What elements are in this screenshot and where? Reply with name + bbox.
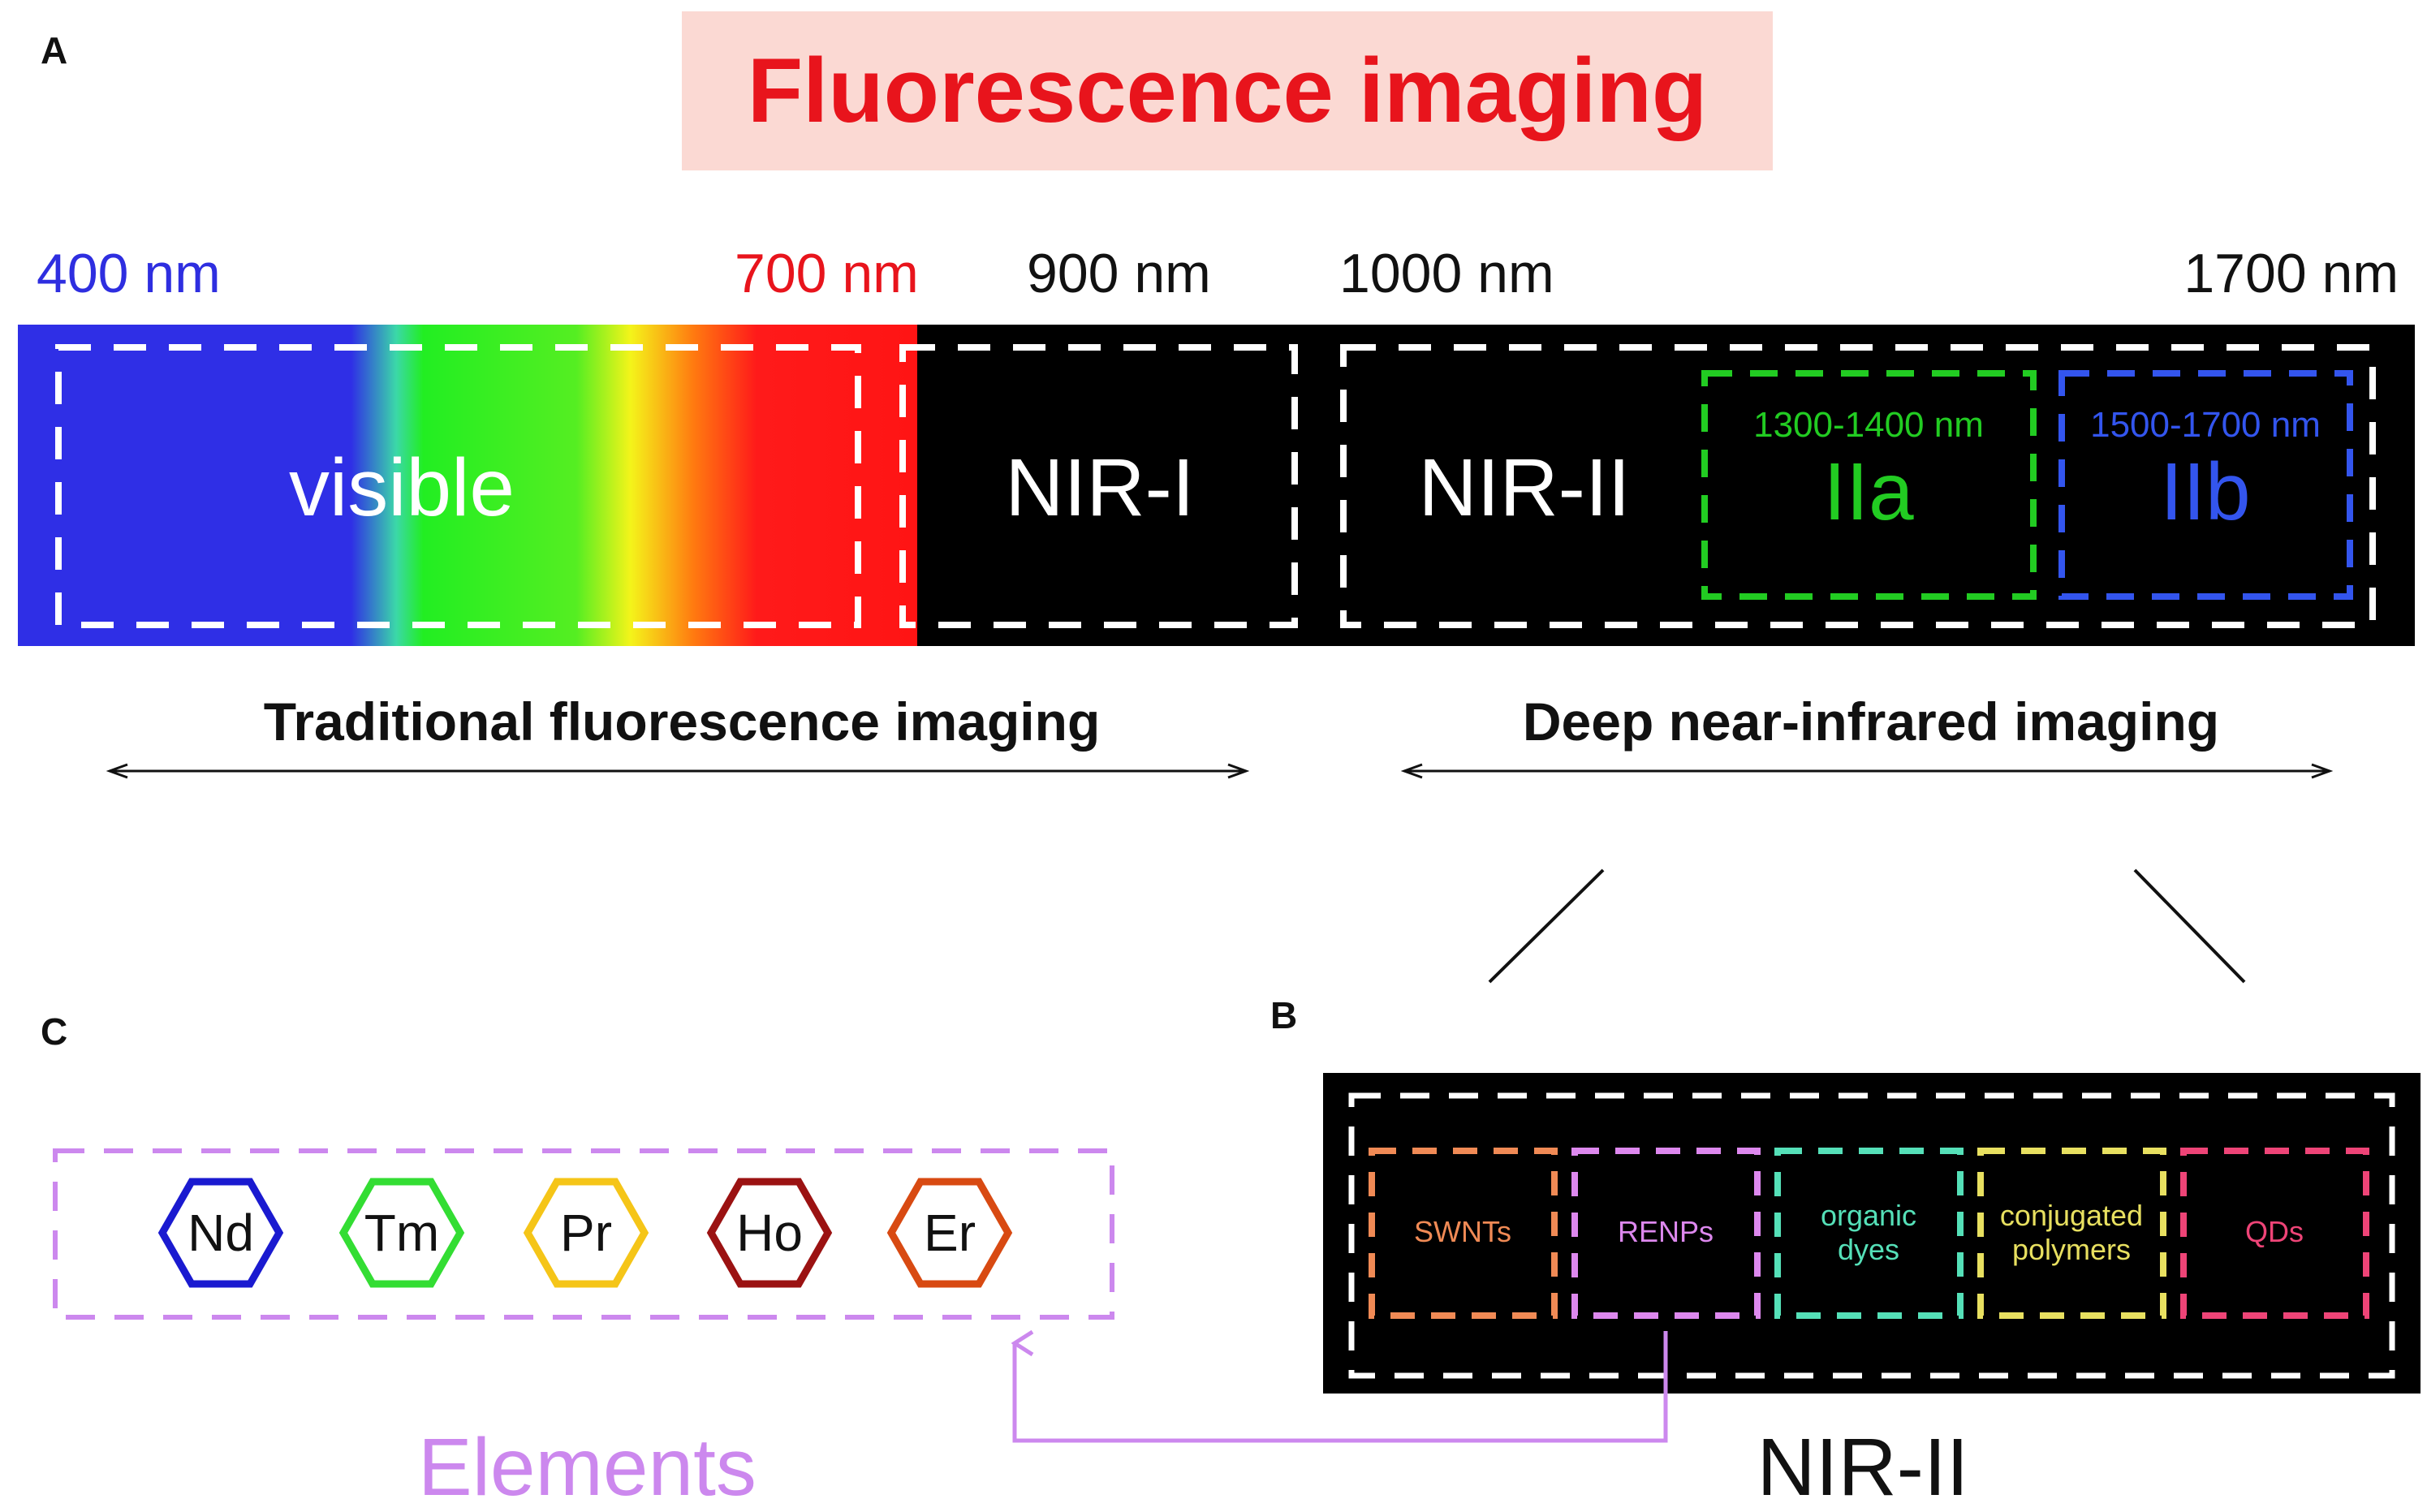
category-label: SWNTs bbox=[1414, 1215, 1511, 1248]
iia-label: IIa bbox=[1823, 446, 1914, 537]
category-box bbox=[1774, 1148, 1964, 1319]
nir2-dashed-box bbox=[1340, 344, 2376, 628]
deep-imaging-range: Deep near-infrared imaging bbox=[1404, 691, 2330, 771]
nir2-caption: NIR-II bbox=[1757, 1422, 1968, 1512]
elements-dashed-box bbox=[53, 1148, 1114, 1320]
spectrum-visible-gradient bbox=[18, 325, 919, 646]
visible-label: visible bbox=[289, 442, 515, 533]
title-background bbox=[682, 11, 1773, 170]
category-label-line-1: organic bbox=[1821, 1199, 1916, 1232]
element-hex-er: Er bbox=[886, 1178, 1013, 1288]
category-label-line-2: polymers bbox=[2012, 1233, 2131, 1266]
category-qds: QDs bbox=[2180, 1148, 2369, 1319]
category-box bbox=[1977, 1148, 2166, 1319]
visible-dashed-box bbox=[55, 344, 861, 628]
nir2-panel-background bbox=[1323, 1073, 2421, 1394]
hexagon-icon bbox=[886, 1178, 1013, 1288]
nir2-label: NIR-II bbox=[1418, 442, 1630, 533]
hexagon-icon bbox=[523, 1178, 649, 1288]
panel-label-a: A bbox=[41, 29, 67, 71]
category-box bbox=[2180, 1148, 2369, 1319]
nir2-materials-panel: SWNTs RENPs organic dyes conjugated poly… bbox=[1323, 1073, 2421, 1394]
hexagon-icon bbox=[338, 1178, 465, 1288]
category-label: QDs bbox=[2245, 1215, 2304, 1248]
category-renps: RENPs bbox=[1571, 1148, 1761, 1319]
wavelength-400: 400 nm bbox=[37, 243, 221, 304]
title-box: Fluorescence imaging bbox=[682, 11, 1773, 170]
element-hex-nd: Nd bbox=[157, 1178, 284, 1288]
panel-label-b: B bbox=[1270, 994, 1297, 1036]
element-hex-ho: Ho bbox=[706, 1178, 833, 1288]
category-label: RENPs bbox=[1618, 1215, 1714, 1248]
renps-to-elements-arrow bbox=[1015, 1331, 1668, 1443]
zoom-line-left bbox=[1488, 868, 1605, 984]
hexagon-icon bbox=[706, 1178, 833, 1288]
zoom-line-right bbox=[2133, 868, 2246, 984]
hexagon-icon bbox=[157, 1178, 284, 1288]
wavelength-1000: 1000 nm bbox=[1339, 243, 1554, 304]
element-symbol: Tm bbox=[364, 1204, 439, 1262]
iib-label: IIb bbox=[2160, 446, 2250, 537]
nir2-panel-dashed-border bbox=[1348, 1092, 2395, 1379]
category-box bbox=[1369, 1148, 1558, 1319]
element-hex-tm: Tm bbox=[338, 1178, 465, 1288]
element-symbol: Ho bbox=[736, 1204, 803, 1262]
element-symbol: Nd bbox=[188, 1204, 254, 1262]
iia-range-label: 1300-1400 nm bbox=[1753, 405, 1984, 445]
iib-dashed-box bbox=[2058, 370, 2353, 600]
wavelength-labels: 400 nm 700 nm 900 nm 1000 nm 1700 nm bbox=[37, 243, 2399, 304]
wavelength-1700: 1700 nm bbox=[2183, 243, 2399, 304]
panel-label-c: C bbox=[41, 1010, 67, 1053]
element-hex-pr: Pr bbox=[523, 1178, 649, 1288]
deep-imaging-label: Deep near-infrared imaging bbox=[1523, 691, 2219, 752]
wavelength-700: 700 nm bbox=[735, 243, 919, 304]
spectrum-nir-region bbox=[917, 325, 2415, 646]
spectrum-bar: visible NIR-I NIR-II 1300-1400 nm IIa 15… bbox=[18, 325, 2415, 646]
wavelength-900: 900 nm bbox=[1027, 243, 1211, 304]
element-symbol: Pr bbox=[560, 1204, 612, 1262]
elements-caption: Elements bbox=[418, 1422, 757, 1512]
element-symbol: Er bbox=[924, 1204, 976, 1262]
title-text: Fluorescence imaging bbox=[748, 40, 1708, 141]
traditional-imaging-label: Traditional fluorescence imaging bbox=[264, 691, 1101, 752]
category-conjugated-polymers: conjugated polymers bbox=[1977, 1148, 2166, 1319]
category-swnts: SWNTs bbox=[1369, 1148, 1558, 1319]
category-organic-dyes: organic dyes bbox=[1774, 1148, 1964, 1319]
iib-range-label: 1500-1700 nm bbox=[2090, 405, 2321, 445]
category-label-line-1: conjugated bbox=[2000, 1199, 2143, 1232]
nir1-dashed-box bbox=[899, 344, 1298, 628]
category-label-line-2: dyes bbox=[1838, 1233, 1899, 1266]
traditional-imaging-range: Traditional fluorescence imaging bbox=[110, 691, 1246, 771]
nir1-label: NIR-I bbox=[1005, 442, 1194, 533]
category-box bbox=[1571, 1148, 1761, 1319]
